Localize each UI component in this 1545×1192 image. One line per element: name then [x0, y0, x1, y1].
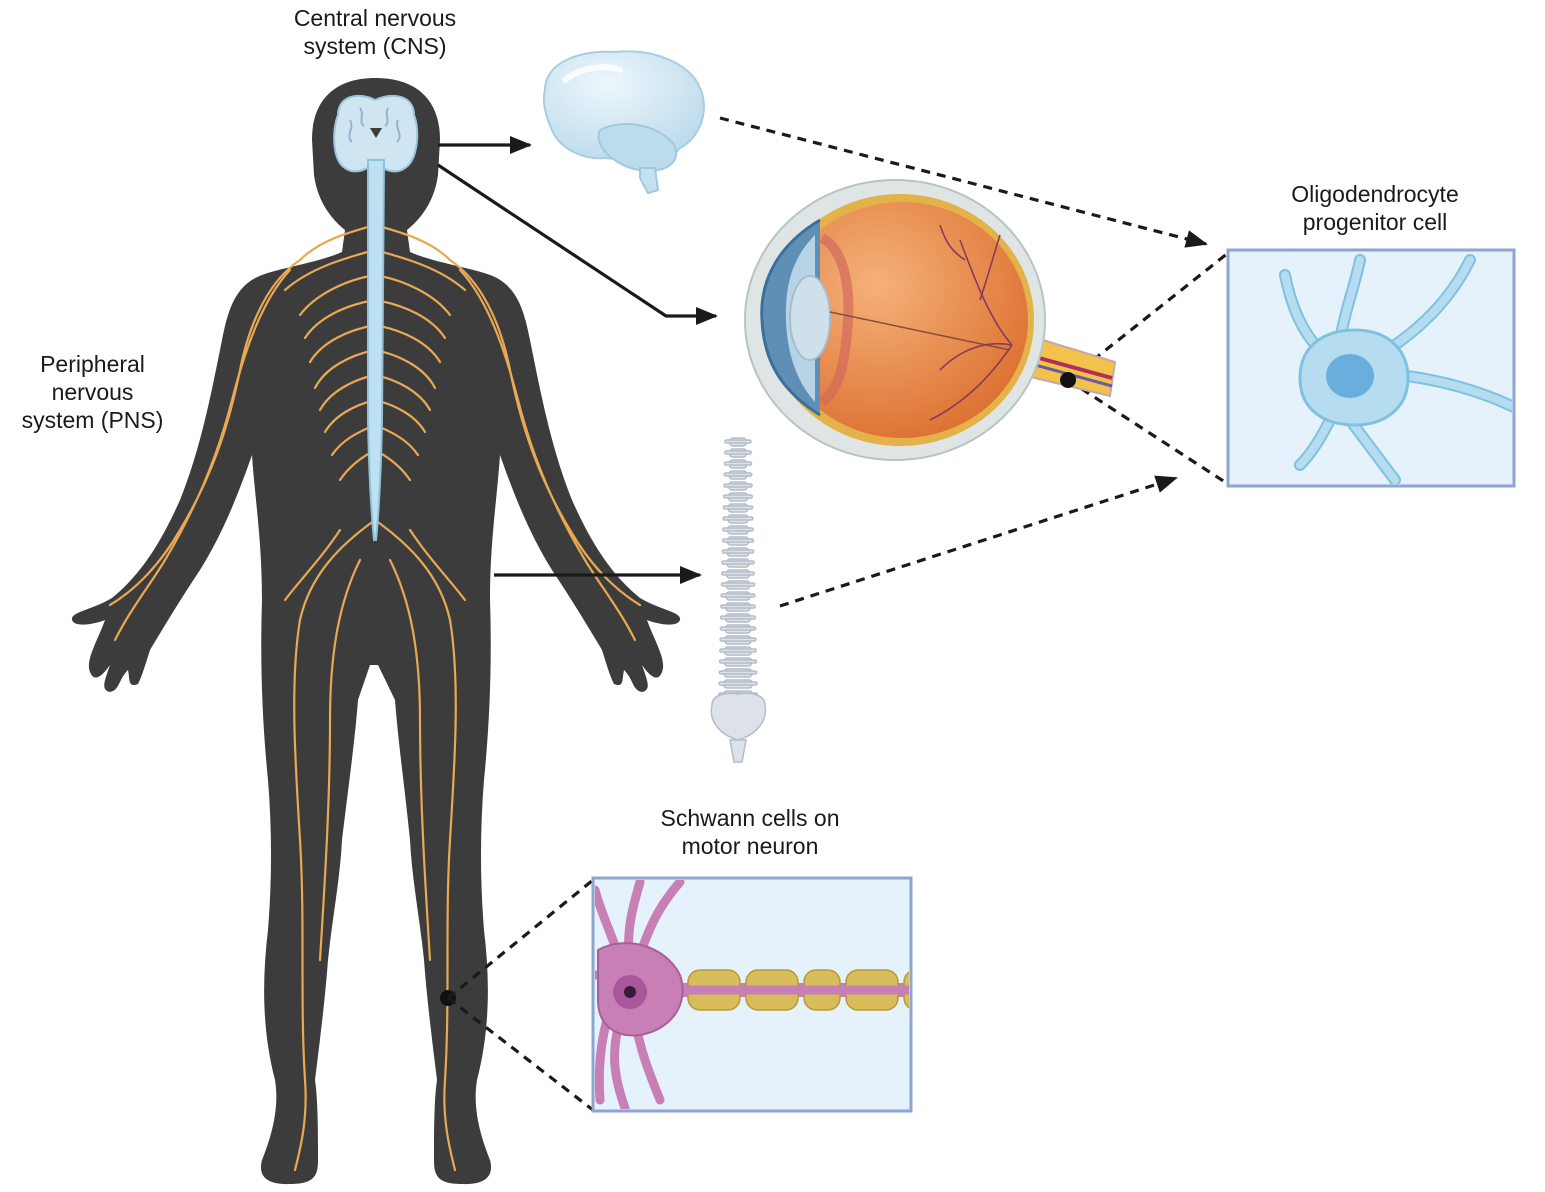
- opc-label-line-1: Oligodendrocyte: [1291, 181, 1459, 207]
- neuron-nucleus: [624, 986, 636, 998]
- optic-nerve-marker: [1060, 372, 1076, 388]
- vertebra-process: [722, 505, 754, 510]
- vertebra-process: [722, 494, 754, 499]
- vertebra-process: [720, 571, 756, 576]
- schwann-inset: [591, 876, 913, 1113]
- pns-label: Peripheral nervous system (PNS): [0, 350, 185, 434]
- vertebra-process: [723, 450, 753, 455]
- pns-label-line-1: Peripheral: [40, 351, 145, 377]
- cns-label: Central nervous system (CNS): [250, 4, 500, 60]
- schwann-label: Schwann cells on motor neuron: [600, 804, 900, 860]
- vertebra-process: [719, 648, 757, 653]
- eye-icon: [744, 179, 1117, 461]
- opc-label-line-2: progenitor cell: [1302, 209, 1448, 235]
- vertebra-process: [719, 615, 757, 620]
- human-body-icon: [71, 78, 681, 1185]
- vertebra-process: [724, 439, 752, 444]
- vertebra-process: [721, 549, 755, 554]
- spine-icon: [710, 437, 767, 763]
- vertebra-process: [719, 637, 757, 642]
- cns-label-line-2: system (CNS): [303, 33, 447, 59]
- vertebra-process: [718, 670, 758, 675]
- head-brain-icon: [333, 94, 419, 173]
- vertebra-process: [721, 538, 755, 543]
- vertebra-process: [722, 516, 754, 521]
- vertebra-process: [720, 582, 756, 587]
- dashed-zoom-eye-bottom: [1067, 378, 1229, 486]
- opc-label: Oligodendrocyte progenitor cell: [1240, 180, 1510, 236]
- vertebra-process: [720, 593, 756, 598]
- vertebra-process: [722, 527, 754, 532]
- pns-label-line-3: system (PNS): [21, 407, 164, 433]
- opc-inset: [1226, 248, 1516, 488]
- cns-label-line-1: Central nervous: [293, 5, 457, 31]
- dashed-arrow-brain-to-opc: [719, 116, 1208, 248]
- spinal-cord: [367, 159, 386, 541]
- opc-nucleus: [1326, 354, 1374, 398]
- vertebra-process: [723, 472, 753, 477]
- schwann-label-line-1: Schwann cells on: [660, 805, 840, 831]
- arrow-to-eye: [437, 163, 718, 325]
- vertebra-process: [718, 659, 758, 664]
- oligodendrocyte-icon: [1279, 254, 1512, 484]
- dashed-arrow-spine-to-opc: [779, 475, 1178, 608]
- vertebra-process: [720, 604, 756, 609]
- motor-neuron-icon: [595, 880, 909, 1109]
- pns-label-line-2: nervous: [51, 379, 134, 405]
- vertebra-process: [721, 560, 755, 565]
- vertebra-process: [723, 483, 753, 488]
- dashed-zoom-leg-bottom: [447, 996, 594, 1112]
- vertebra-process: [718, 681, 758, 686]
- vertebra-process: [719, 626, 757, 631]
- brain-icon: [542, 50, 705, 195]
- schwann-label-line-2: motor neuron: [681, 833, 819, 859]
- vertebra-process: [723, 461, 753, 466]
